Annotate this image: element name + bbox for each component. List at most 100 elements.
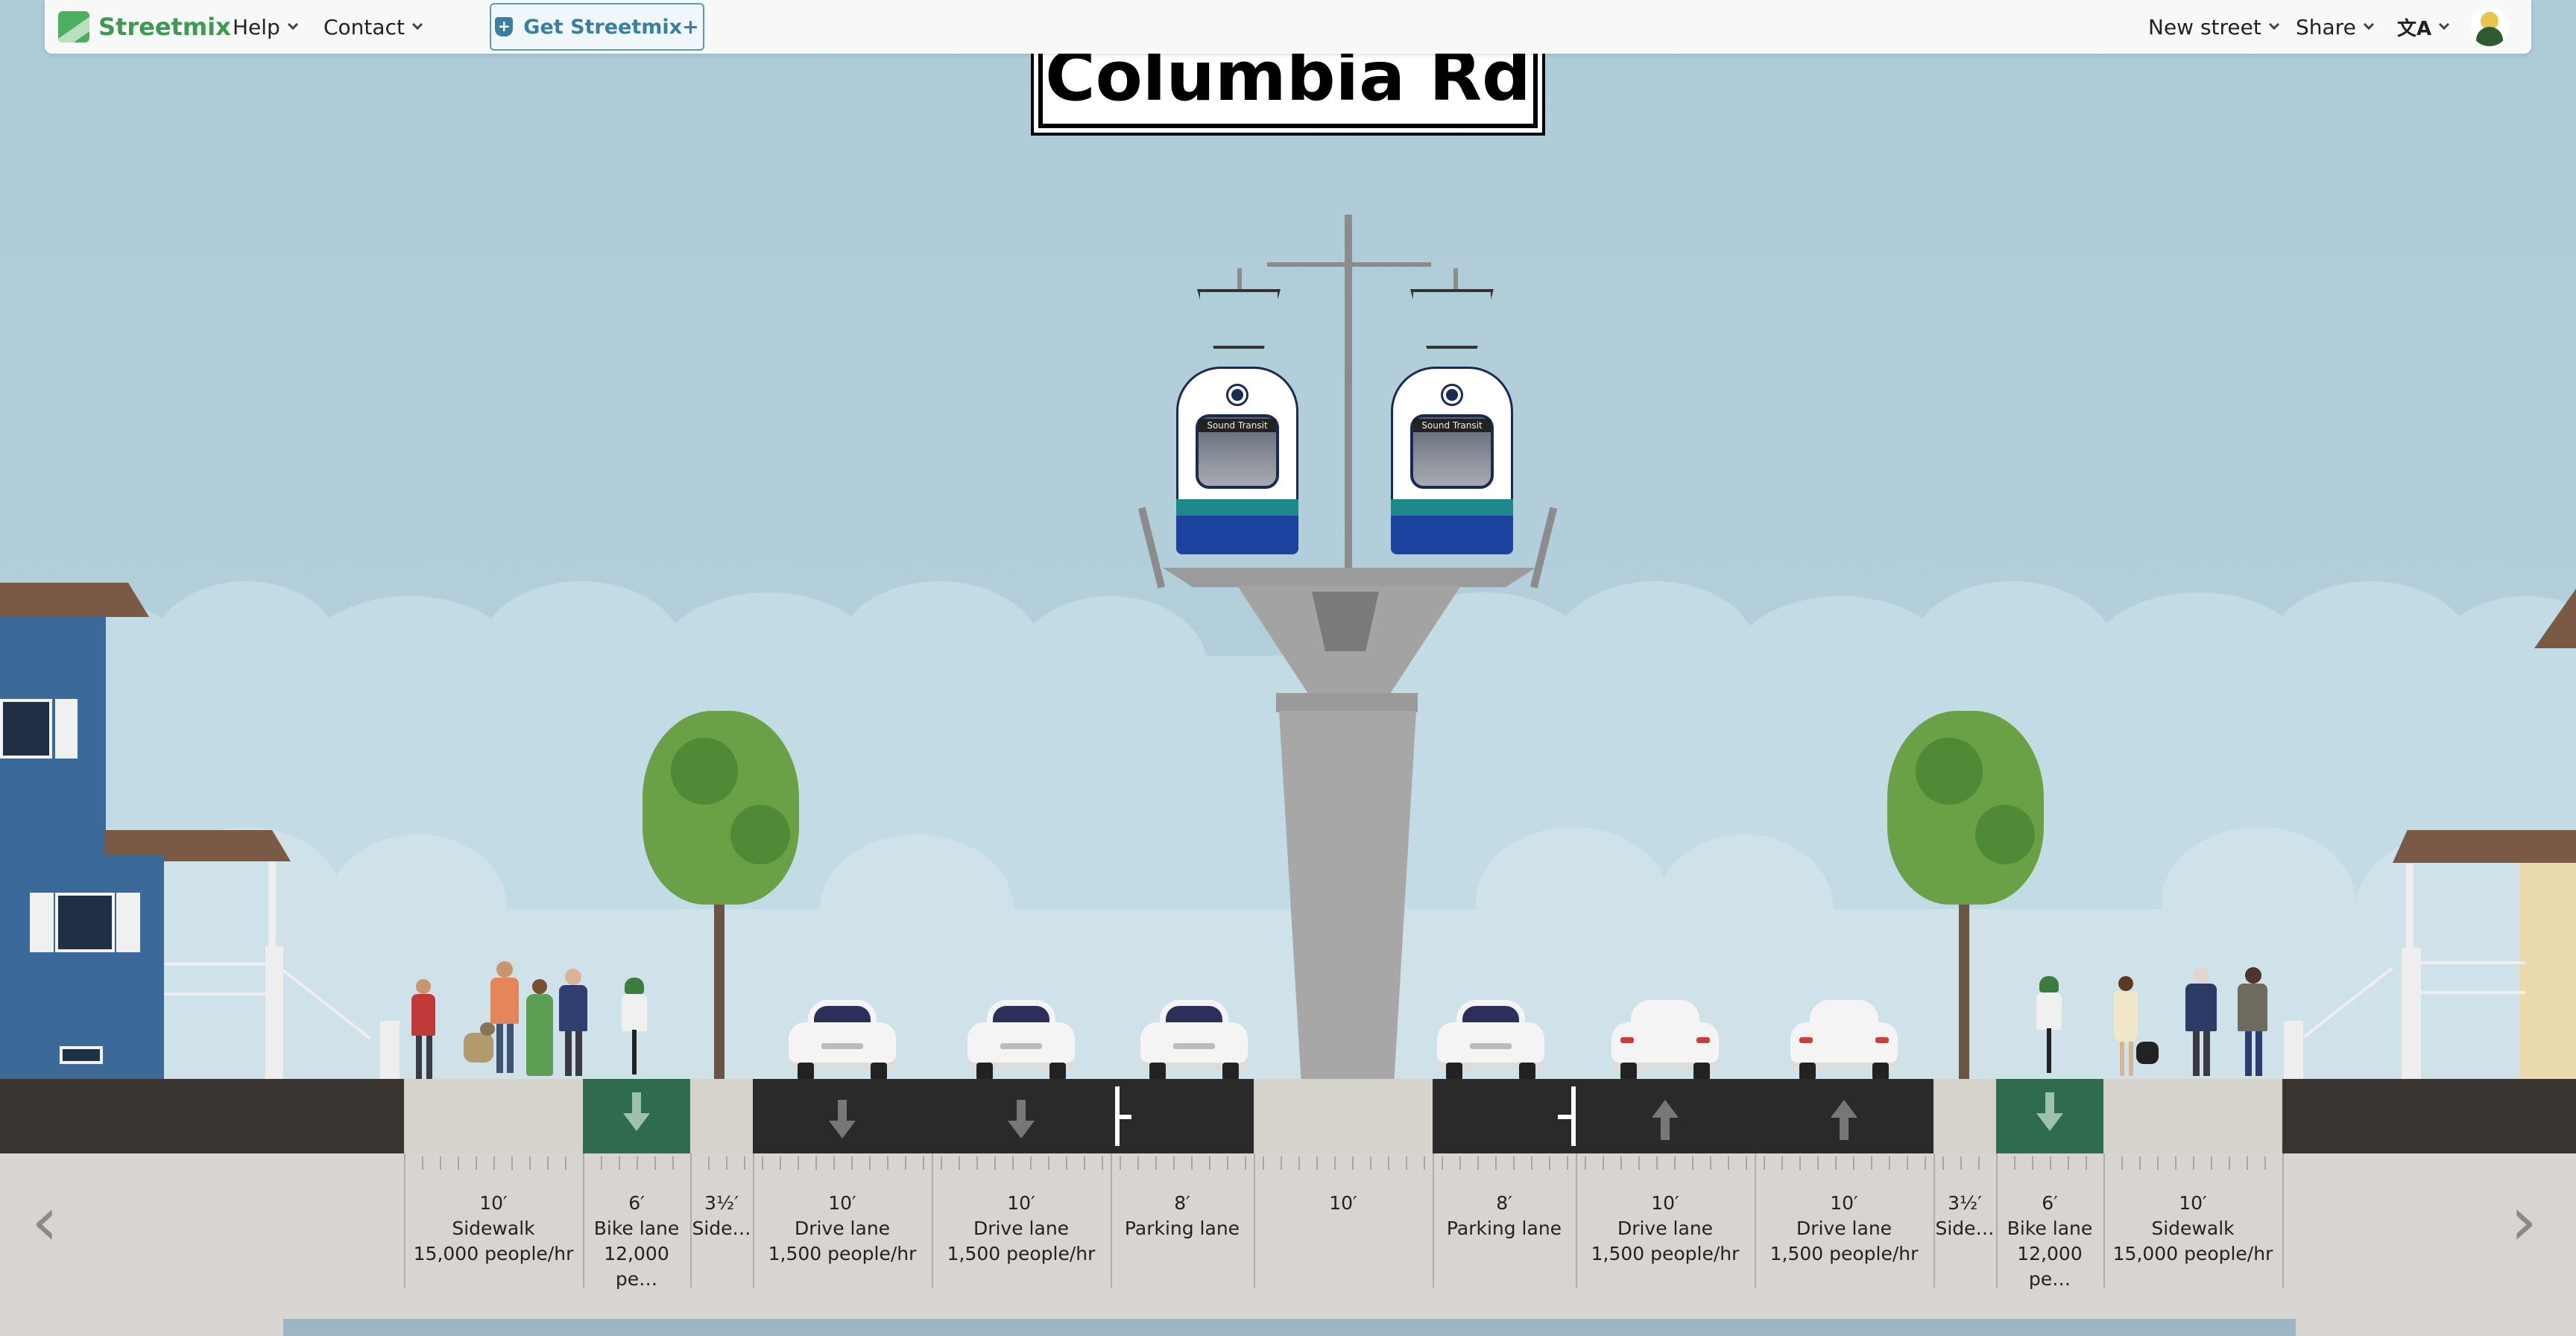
segment-divider [1111,1153,1112,1288]
cloud [1655,835,1834,984]
arrow-down-icon [2036,1092,2063,1133]
ruler-tick [905,1156,906,1170]
avatar[interactable] [2470,7,2509,46]
ruler-tick [2211,1156,2212,1170]
ruler-tick [1459,1156,1461,1170]
new-street-menu[interactable]: New street [2148,0,2279,54]
segment-transit-median[interactable] [1254,1079,1433,1153]
ruler-tick [798,1156,799,1170]
ruler-tick [2014,1156,2015,1170]
parking-marking [1558,1115,1574,1119]
ruler-tick [1316,1156,1318,1170]
ruler-tick [1978,1156,1980,1170]
segment-parking-lane-right[interactable] [1433,1079,1576,1153]
segment-label-sidewalk-buffer-right[interactable]: 3½′Side… [1935,1192,1995,1239]
segment-sidewalk-left[interactable] [404,1079,583,1153]
new-street-label: New street [2148,14,2261,39]
ruler-tick [1656,1156,1658,1170]
ruler-tick [1710,1156,1711,1170]
segment-divider [932,1153,933,1288]
ruler-tick [619,1156,620,1170]
ruler-tick [2229,1156,2230,1170]
ruler-tick [994,1156,996,1170]
app-name: Streetmix [98,13,231,41]
ruler-tick [1084,1156,1085,1170]
segment-label-parking-lane-right[interactable]: 8′Parking lane [1446,1192,1562,1239]
ruler-tick [1549,1156,1550,1170]
ruler-tick [726,1156,727,1170]
ruler-tick [887,1156,888,1170]
cloud [835,581,1044,730]
chevron-right-icon[interactable]: › [2510,1183,2537,1261]
streetmix-logo-icon [58,11,89,42]
plus-shield-icon: + [495,17,514,37]
contact-menu[interactable]: Contact [323,0,423,54]
ruler-tick [2247,1156,2248,1170]
ruler-tick [1120,1156,1121,1170]
street-gallery-strip [283,1319,2296,1336]
ruler-tick [1692,1156,1693,1170]
ruler-tick [1334,1156,1336,1170]
ruler-tick [762,1156,763,1170]
share-menu[interactable]: Share [2296,0,2374,54]
arrow-down-icon [623,1092,650,1133]
ruler-tick [601,1156,602,1170]
segment-divider [2282,1153,2284,1288]
cloud [1550,581,1759,730]
ruler-tick [1066,1156,1067,1170]
ruler-tick [1209,1156,1210,1170]
chevron-down-icon [411,19,423,31]
front-yard-left [0,1079,404,1153]
help-menu[interactable]: Help [233,0,298,54]
share-label: Share [2296,14,2356,39]
segment-parking-lane-left[interactable] [1111,1079,1254,1153]
menu-bar: Streetmix Help Contact + Get Streetmix+ … [45,0,2531,54]
segment-sidewalk-buffer-right[interactable] [1933,1079,1996,1153]
streetmix-logo[interactable]: Streetmix [58,0,231,54]
segment-divider [2103,1153,2105,1288]
chevron-down-icon [2268,19,2279,31]
ruler-tick [815,1156,817,1170]
segment-label-parking-lane-left[interactable]: 8′Parking lane [1124,1192,1240,1239]
cloud [1476,827,1670,976]
ruler-tick [1227,1156,1228,1170]
car-drive-lane-3 [1611,1000,1719,1082]
segment-divider [1996,1153,1998,1288]
ruler-tick [2086,1156,2087,1170]
chevron-down-icon [2439,19,2450,31]
segment-label-sidewalk-buffer-left[interactable]: 3½′Side… [692,1192,751,1239]
ruler-tick [1871,1156,1872,1170]
language-menu[interactable]: 文A [2397,0,2450,54]
ruler-tick [1799,1156,1801,1170]
ruler-tick [1048,1156,1049,1170]
segment-label-transit-median[interactable]: 10′ [1329,1192,1357,1214]
segment-divider [1433,1153,1434,1288]
segment-sidewalk-buffer-left[interactable] [690,1079,753,1153]
segment-sidewalk-right[interactable] [2103,1079,2282,1153]
chevron-left-icon[interactable]: ‹ [31,1183,58,1261]
ruler-tick [1137,1156,1139,1170]
ruler-tick [869,1156,871,1170]
parking-marking [1115,1115,1131,1119]
ruler-tick [1603,1156,1604,1170]
ruler-tick [1674,1156,1676,1170]
cloud [820,835,1014,984]
car-parking-lane-right [1437,1000,1544,1082]
ruler-tick [1817,1156,1819,1170]
ruler-tick [744,1156,745,1170]
chevron-down-icon [287,19,298,31]
segment-divider [753,1153,754,1288]
ruler-tick [2050,1156,2051,1170]
arrow-up-icon [1831,1100,1857,1140]
segment-divider [583,1153,584,1288]
ruler-tick [1281,1156,1282,1170]
get-streetmix-plus-button[interactable]: + Get Streetmix+ [490,3,704,51]
